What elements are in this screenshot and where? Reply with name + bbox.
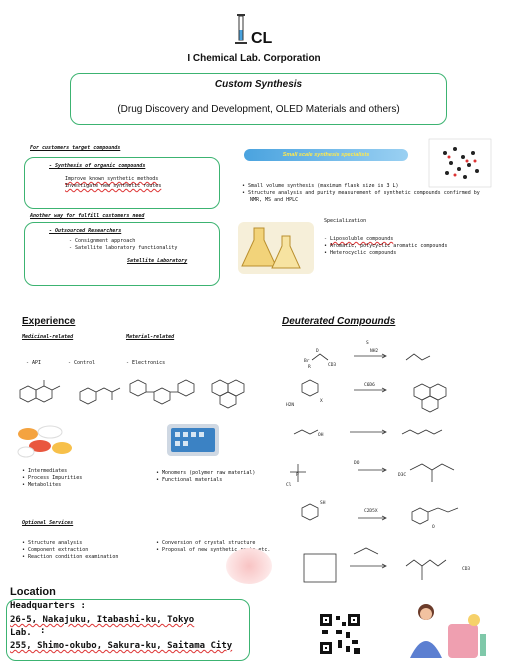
med-bullet-2: Process Impurities (22, 475, 82, 482)
small-scale-pill: Small scale synthesis specialists (244, 149, 408, 161)
opt-right-1: Conversion of crystal structure (156, 540, 270, 547)
deut-label-br: Br (304, 358, 310, 364)
flask-icon (235, 14, 247, 44)
api-label: - API (26, 360, 42, 366)
another-way-heading: Another way for fulfill customers need (30, 213, 145, 219)
optional-services-title: Optional Services (22, 520, 74, 526)
satellite-lab-link[interactable]: Satellite Laboratory (127, 258, 188, 264)
deut-label-c6d6: C6D6 (364, 382, 375, 388)
opt-left-2: Component extraction (22, 547, 118, 554)
opt-left-1: Structure analysis (22, 540, 118, 547)
logo: CL (231, 14, 281, 48)
material-bullets: Monomers (polymer raw material) Function… (156, 470, 255, 484)
electronics-structure (129, 379, 245, 409)
med-bullet-1: Intermediates (22, 468, 82, 475)
small-scale-pill-text: Small scale synthesis specialists (282, 152, 370, 158)
pills-photo (17, 425, 72, 458)
banner: Custom Synthesis (Drug Discovery and Dev… (70, 73, 447, 125)
deuterated-title: Deuterated Compounds (282, 316, 396, 327)
optional-right-list: Conversion of crystal structure Proposal… (156, 540, 270, 554)
synthesis-box-title: - Synthesis of organic compounds (49, 163, 146, 169)
scientist-illustration (410, 604, 486, 658)
lab-address: 255, Shimo-okubo, Sakura-ku, Saitama Cit… (10, 641, 233, 651)
medicinal-title: Medicinal-related (22, 334, 74, 340)
banner-subtitle: (Drug Discovery and Development, OLED Ma… (117, 104, 400, 115)
lab-label: Lab. (10, 628, 32, 638)
deut-label-d3c: D3C (398, 472, 406, 478)
outsourced-title: - Outsourced Researchers (49, 228, 122, 234)
pink-decoration (226, 548, 272, 584)
synthesis-box: - Synthesis of organic compounds Improve… (24, 157, 220, 209)
material-title: Material-related (126, 334, 175, 340)
molecule-model-image (428, 138, 492, 188)
control-structure (79, 387, 121, 405)
outsourced-line-1: - Consignment approach (69, 238, 136, 244)
company-name: I Chemical Lab. Corporation (187, 53, 321, 64)
outsourced-box: - Outsourced Researchers - Consignment a… (24, 222, 220, 286)
control-label: - Control (68, 360, 96, 366)
deut-label-cd3: CD3 (328, 362, 336, 368)
deuterated-reactions: D R Br CD3 NH2 S H2N X C6D6 OH DO P Cl D… (286, 340, 470, 583)
opt-left-3: Reaction condition examination (22, 554, 118, 561)
medicinal-bullets: Intermediates Process Impurities Metabol… (22, 468, 82, 489)
logo-letters: CL (251, 30, 273, 47)
experience-title: Experience (22, 316, 76, 327)
deut-label-p: P (296, 472, 299, 478)
specialization-title: Specialization (324, 218, 367, 224)
hq-label: Headquarters : (10, 601, 86, 611)
deut-label-oh: OH (318, 432, 324, 438)
target-heading: For customers target compounds (30, 145, 121, 151)
deut-label-r1: R (308, 364, 311, 370)
deut-label-sh: SH (320, 500, 326, 506)
deut-label-nh2: NH2 (370, 348, 378, 354)
deut-label-d1: D (316, 348, 319, 354)
deut-label-x: X (320, 398, 323, 404)
small-scale-bullets: Small volume synthesis (maximum flask si… (242, 183, 482, 204)
synthesis-line-2: Investigate new synthetic routes (65, 183, 162, 189)
qr-code-icon[interactable] (318, 612, 362, 656)
spec-item-1: - Liposoluble compounds (324, 236, 394, 242)
lab-colon: : (40, 626, 46, 636)
deut-label-o: O (432, 524, 435, 530)
optional-left-list: Structure analysis Component extraction … (22, 540, 118, 561)
mat-bullet-1: Monomers (polymer raw material) (156, 470, 255, 477)
banner-title: Custom Synthesis (214, 79, 303, 90)
deut-label-h2n: H2N (286, 402, 294, 408)
deut-label-do: DO (354, 460, 360, 466)
deut-label-cl: Cl (286, 482, 292, 488)
hq-address: 26-5, Nakajuku, Itabashi-ku, Tokyo (10, 615, 195, 625)
deut-label-c2d5x: C2D5X (364, 508, 378, 514)
deut-label-cd3b: CD3 (462, 566, 470, 572)
outsourced-line-2: - Satellite laboratory functionality (69, 245, 178, 251)
flask-photo-image (238, 222, 314, 274)
small-scale-bullet-1: Small volume synthesis (maximum flask si… (242, 183, 482, 190)
specialization-list: - Liposoluble compounds • Aromatic, poly… (324, 236, 447, 257)
location-box (6, 599, 250, 661)
med-bullet-3: Metabolites (22, 482, 82, 489)
spec-item-2: • Aromatic, polycyclic aromatic compound… (324, 243, 448, 249)
small-scale-bullet-2: Structure analysis and purity measuremen… (242, 190, 482, 204)
spec-item-3: • Heterocyclic compounds (324, 250, 397, 256)
electronics-label: - Electronics (126, 360, 166, 366)
synthesis-line-1: Improve known synthetic methods (65, 176, 159, 182)
deut-label-s: S (366, 340, 369, 346)
opt-right-2: Proposal of new synthetic route etc. (156, 547, 270, 554)
smartphone-photo (167, 424, 219, 456)
api-structure (19, 380, 61, 403)
mat-bullet-2: Functional materials (156, 477, 255, 484)
location-title: Location (10, 586, 56, 598)
